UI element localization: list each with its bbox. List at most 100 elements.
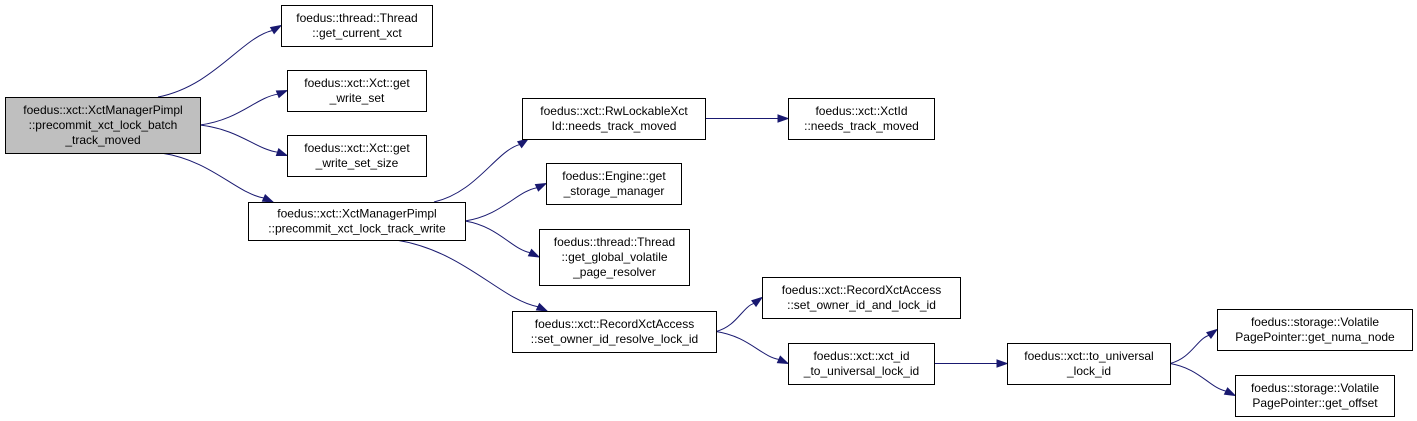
arrowhead-icon [776,355,790,365]
arrowhead-icon [261,193,275,203]
node-label-line: ::precommit_xct_lock_batch [29,118,178,132]
node-label-line: _lock_id [1066,364,1111,378]
node-label-line: ::set_owner_id_resolve_lock_id [531,332,698,346]
node-label-line: _write_set_size [315,156,399,170]
edge-lock_track_write-to-rw_needs_track_moved [433,138,530,203]
node-label-line: _storage_manager [563,184,665,198]
node-box [762,277,961,319]
edge-line [157,30,273,98]
node-label-line: PagePointer::get_offset [1252,396,1378,410]
edge-set_owner_id_resolve_lock_id-to-set_owner_id_and_lock_id [715,296,764,332]
node-label-line: foedus::thread::Thread [554,235,675,249]
edge-line [464,187,538,222]
node-box [522,98,706,140]
node-label-line: foedus::thread::Thread [296,11,417,25]
node-label-line: foedus::storage::Volatile [1251,315,1379,329]
node-label-line: foedus::xct::xct_id [813,349,909,363]
edge-to_universal_lock_id-to-get_offset [1169,363,1237,397]
arrowhead-icon [275,148,289,157]
edge-line [1169,334,1210,364]
node-label-line: Id::needs_track_moved [552,119,677,133]
node-root[interactable]: foedus::xct::XctManagerPimpl::precommit_… [5,97,201,154]
arrowhead-icon [535,302,549,312]
edge-line [464,220,531,254]
node-label-line: ::precommit_xct_lock_track_write [268,222,446,236]
edge-root-to-get_current_xct [157,24,283,98]
edges-layer [157,24,1237,397]
arrowhead-icon [996,359,1009,368]
node-lock_track_write[interactable]: foedus::xct::XctManagerPimpl::precommit_… [248,202,466,241]
edge-set_owner_id_resolve_lock_id-to-xct_id_to_universal_lock_id [715,331,790,365]
node-label-line: foedus::xct::XctManagerPimpl [23,103,182,117]
node-label-line: foedus::storage::Volatile [1251,381,1379,395]
node-box [1235,375,1395,417]
node-label-line: ::get_global_volatile [561,250,667,264]
edge-line [395,239,539,308]
node-label-line: PagePointer::get_numa_node [1235,330,1395,344]
node-label-line: foedus::xct::to_universal [1024,349,1153,363]
arrowhead-icon [527,248,541,258]
node-label-line: ::set_owner_id_and_lock_id [787,298,936,312]
edge-root-to-get_write_set_size [199,124,289,157]
node-box [287,70,427,112]
node-box [5,97,201,154]
edge-rw_needs_track_moved-to-xctid_needs_track_moved [705,114,790,123]
edge-lock_track_write-to-set_owner_id_resolve_lock_id [395,239,549,312]
node-get_numa_node[interactable]: foedus::storage::VolatilePagePointer::ge… [1217,309,1413,351]
node-label-line: foedus::xct::Xct::get [304,76,410,90]
edge-line [715,302,755,332]
node-label-line: foedus::xct::RwLockableXct [540,104,688,118]
arrowhead-icon [269,24,283,35]
edge-xct_id_to_universal_lock_id-to-to_universal_lock_id [933,359,1009,368]
node-get_write_set_size[interactable]: foedus::xct::Xct::get_write_set_size [287,135,427,177]
edge-lock_track_write-to-get_storage_manager [464,182,548,222]
arrowhead-icon [534,182,548,192]
edge-to_universal_lock_id-to-get_numa_node [1169,328,1219,364]
node-get_offset[interactable]: foedus::storage::VolatilePagePointer::ge… [1235,375,1395,417]
node-rw_needs_track_moved[interactable]: foedus::xct::RwLockableXctId::needs_trac… [522,98,706,140]
node-set_owner_id_and_lock_id[interactable]: foedus::xct::RecordXctAccess::set_owner_… [762,277,961,319]
node-label-line: ::needs_track_moved [804,119,919,133]
node-box [539,229,690,286]
node-xctid_needs_track_moved[interactable]: foedus::xct::XctId::needs_track_moved [788,98,935,140]
node-get_global_volatile_page_resolver[interactable]: foedus::thread::Thread::get_global_volat… [539,229,690,286]
node-label-line: _to_universal_lock_id [803,364,919,378]
node-label-line: foedus::xct::XctId [815,104,907,118]
edge-line [160,152,264,199]
node-box [287,135,427,177]
edge-root-to-get_write_set [199,89,289,126]
node-box [546,163,682,205]
node-box [281,5,433,47]
arrowhead-icon [275,89,289,99]
node-to_universal_lock_id[interactable]: foedus::xct::to_universal_lock_id [1007,343,1171,385]
node-get_current_xct[interactable]: foedus::thread::Thread::get_current_xct [281,5,433,47]
arrowhead-icon [751,296,764,308]
node-set_owner_id_resolve_lock_id[interactable]: foedus::xct::RecordXctAccess::set_owner_… [512,311,717,353]
edge-line [433,144,520,203]
edge-root-to-lock_track_write [160,152,275,203]
node-box [1007,343,1171,385]
node-box [788,343,935,385]
node-get_storage_manager[interactable]: foedus::Engine::get_storage_manager [546,163,682,205]
node-label-line: _track_moved [64,133,140,147]
node-label-line: foedus::xct::RecordXctAccess [535,317,694,331]
arrowhead-icon [516,138,530,149]
node-label-line: foedus::xct::Xct::get [304,141,410,155]
edge-line [199,93,278,126]
edge-lock_track_write-to-get_global_volatile_page_resolver [464,220,541,258]
node-label-line: foedus::xct::XctManagerPimpl [277,207,436,221]
node-box [1217,309,1413,351]
edge-line [715,331,779,360]
node-get_write_set[interactable]: foedus::xct::Xct::get_write_set [287,70,427,112]
arrowhead-icon [1206,328,1219,340]
node-label-line: _write_set [329,91,385,105]
node-box [788,98,935,140]
node-box [512,311,717,353]
node-label-line: foedus::xct::RecordXctAccess [782,283,941,297]
arrowhead-icon [1223,387,1237,397]
node-xct_id_to_universal_lock_id[interactable]: foedus::xct::xct_id_to_universal_lock_id [788,343,935,385]
node-label-line: ::get_current_xct [312,26,402,40]
nodes-layer: foedus::xct::XctManagerPimpl::precommit_… [5,5,1413,417]
edge-line [199,124,278,153]
